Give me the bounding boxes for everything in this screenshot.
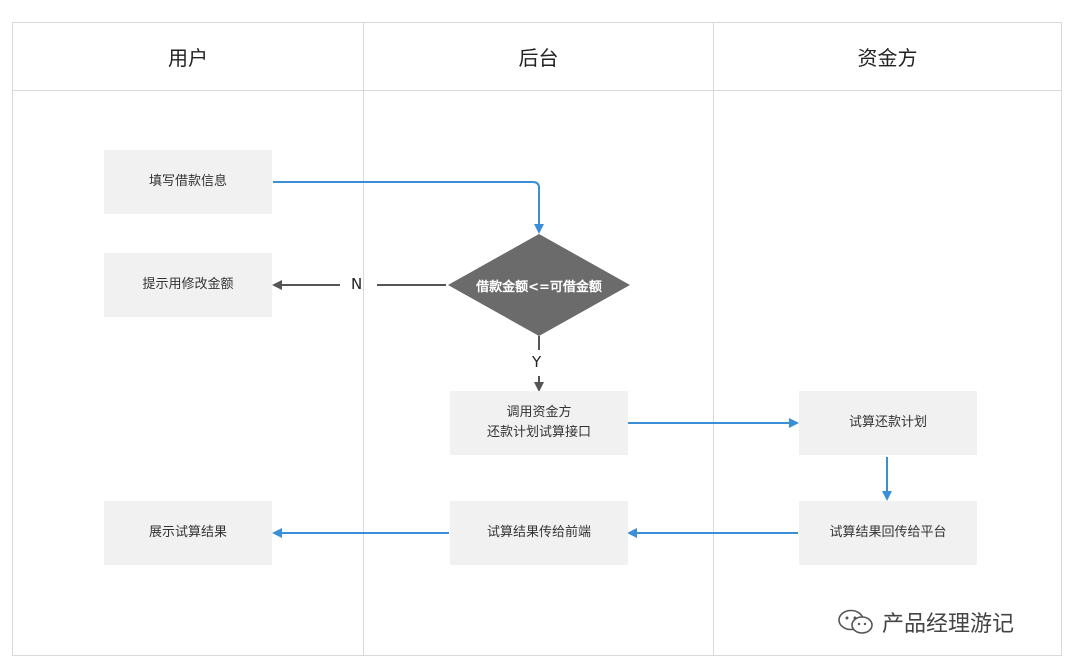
lane-header-funder: 资金方 [714, 23, 1061, 91]
edge-label-yes: Y [532, 353, 542, 371]
node-decision-label: 借款金额<=可借金额 [476, 279, 602, 295]
edge-label-no: N [351, 275, 363, 293]
wechat-icon [838, 609, 873, 634]
edge-fill-to-decision [273, 181, 544, 234]
lane-divider [363, 23, 364, 655]
watermark-text: 产品经理游记 [882, 612, 1015, 637]
node-result-to-frontend: 试算结果传给前端 [450, 501, 628, 565]
node-trial-plan: 试算还款计划 [799, 391, 977, 455]
node-result-back: 试算结果回传给平台 [799, 501, 977, 565]
node-call-funder-line2: 还款计划试算接口 [486, 425, 591, 440]
node-prompt-modify: 提示用修改金额 [104, 253, 272, 317]
node-call-funder: 调用资金方 还款计划试算接口 [450, 391, 628, 455]
lane-divider [713, 23, 714, 655]
node-call-funder-line1: 调用资金方 [506, 405, 572, 420]
lane-header-user: 用户 [13, 23, 363, 91]
watermark: 产品经理游记 [836, 606, 1014, 638]
decision-diamond [448, 234, 630, 336]
node-show-result: 展示试算结果 [104, 501, 272, 565]
lane-header-backend: 后台 [364, 23, 713, 91]
node-fill-info: 填写借款信息 [104, 150, 272, 214]
